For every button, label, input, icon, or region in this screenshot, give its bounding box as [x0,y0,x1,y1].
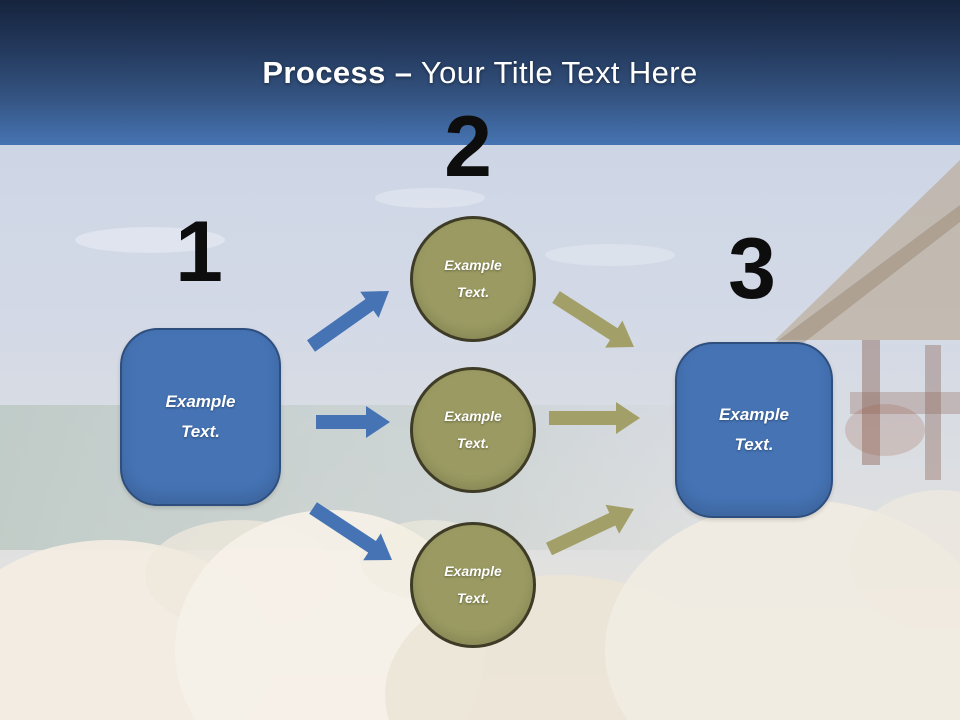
slide-title-bold: Process – [262,54,413,90]
process-box-step-1: Example Text. [120,328,281,506]
step-number-3: 3 [728,221,776,317]
cloud [545,244,675,266]
slide-title: Process – Your Title Text Here [262,55,697,91]
arrow-left-to-bottom-circle [309,502,392,561]
process-circle-top-label: Example Text. [444,257,502,300]
process-box-step-3: Example Text. [675,342,833,518]
shells [0,490,960,720]
arrow-left-to-top-circle [307,291,389,352]
beach-hut [768,160,960,480]
slide-title-regular: Your Title Text Here [412,54,698,90]
process-circle-bottom-label: Example Text. [444,563,502,606]
arrow-left-to-middle-circle [316,406,390,438]
step-number-2: 2 [444,99,492,195]
arrow-middle-circle-to-right [549,402,640,434]
cloud [75,227,225,253]
arrow-bottom-circle-to-right [546,504,634,556]
process-circle-top: Example Text. [410,216,536,342]
slide-header: Process – Your Title Text Here [0,0,960,145]
process-circle-middle-label: Example Text. [444,408,502,451]
process-circle-middle: Example Text. [410,367,536,493]
cloud [375,188,485,208]
process-box-step-1-label: Example Text. [165,392,236,441]
process-box-step-3-label: Example Text. [719,405,789,454]
step-number-1: 1 [175,204,223,300]
process-circle-bottom: Example Text. [410,522,536,648]
arrow-top-circle-to-right [552,291,634,348]
